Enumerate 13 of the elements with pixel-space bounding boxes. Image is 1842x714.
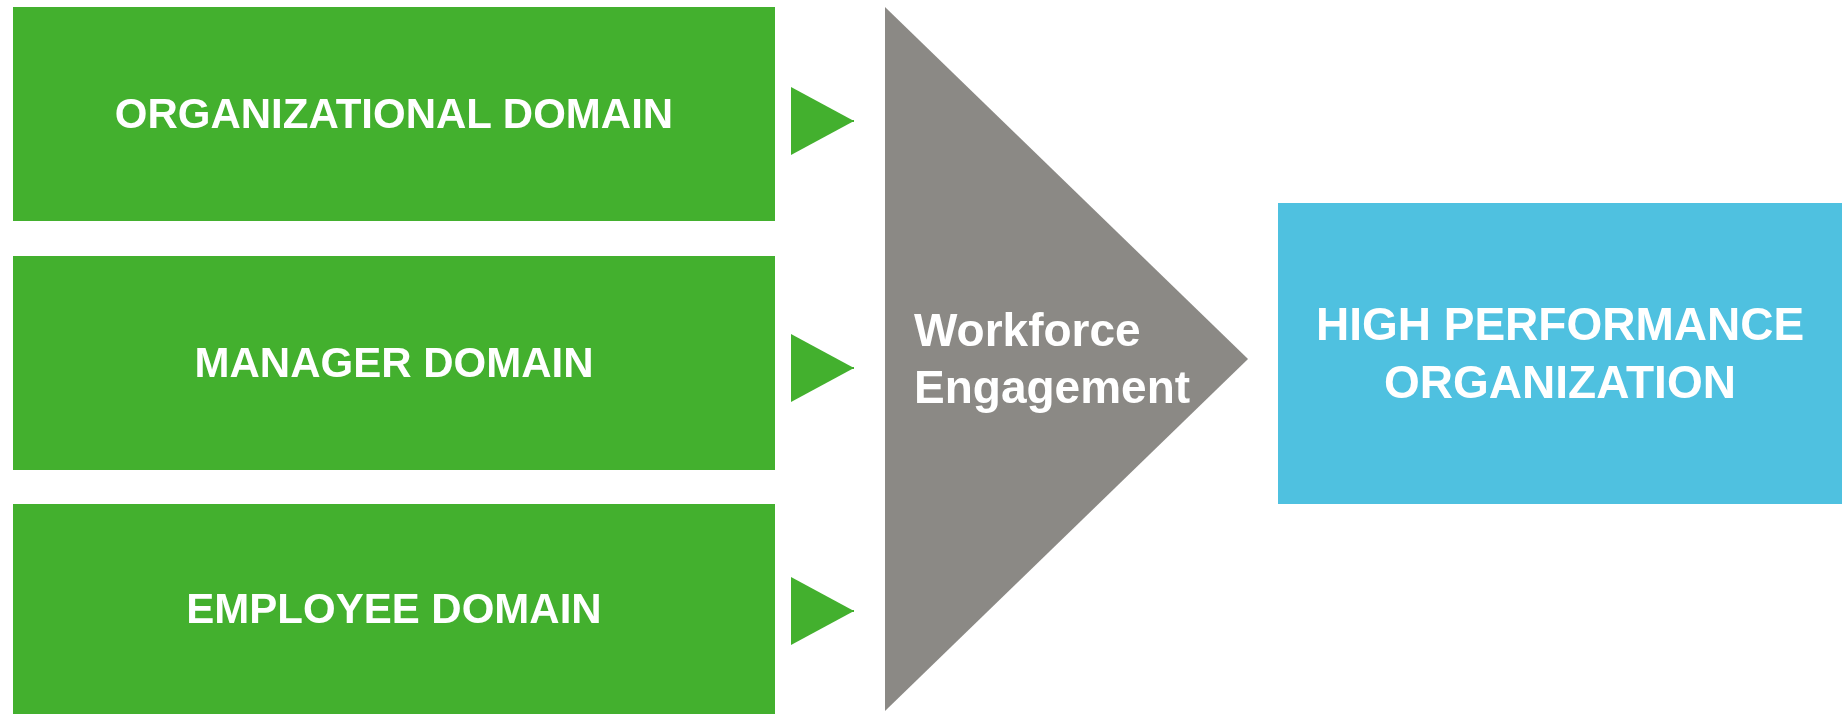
outcome-box xyxy=(1278,203,1842,504)
node-label: ORGANIZATIONAL DOMAIN xyxy=(114,88,674,139)
chevron-arrow xyxy=(790,334,855,402)
domain-box xyxy=(13,256,775,470)
node-label: HIGH PERFORMANCE ORGANIZATION xyxy=(1314,297,1806,410)
node-label: MANAGER DOMAIN xyxy=(194,337,594,388)
node-label: EMPLOYEE DOMAIN xyxy=(186,583,602,634)
chevron-arrow xyxy=(790,87,855,155)
engagement-triangle xyxy=(885,7,1248,711)
node-label: Workforce Engagement xyxy=(914,302,1192,415)
domain-box xyxy=(13,504,775,714)
domain-box xyxy=(13,7,775,221)
chevron-arrow xyxy=(790,577,855,645)
